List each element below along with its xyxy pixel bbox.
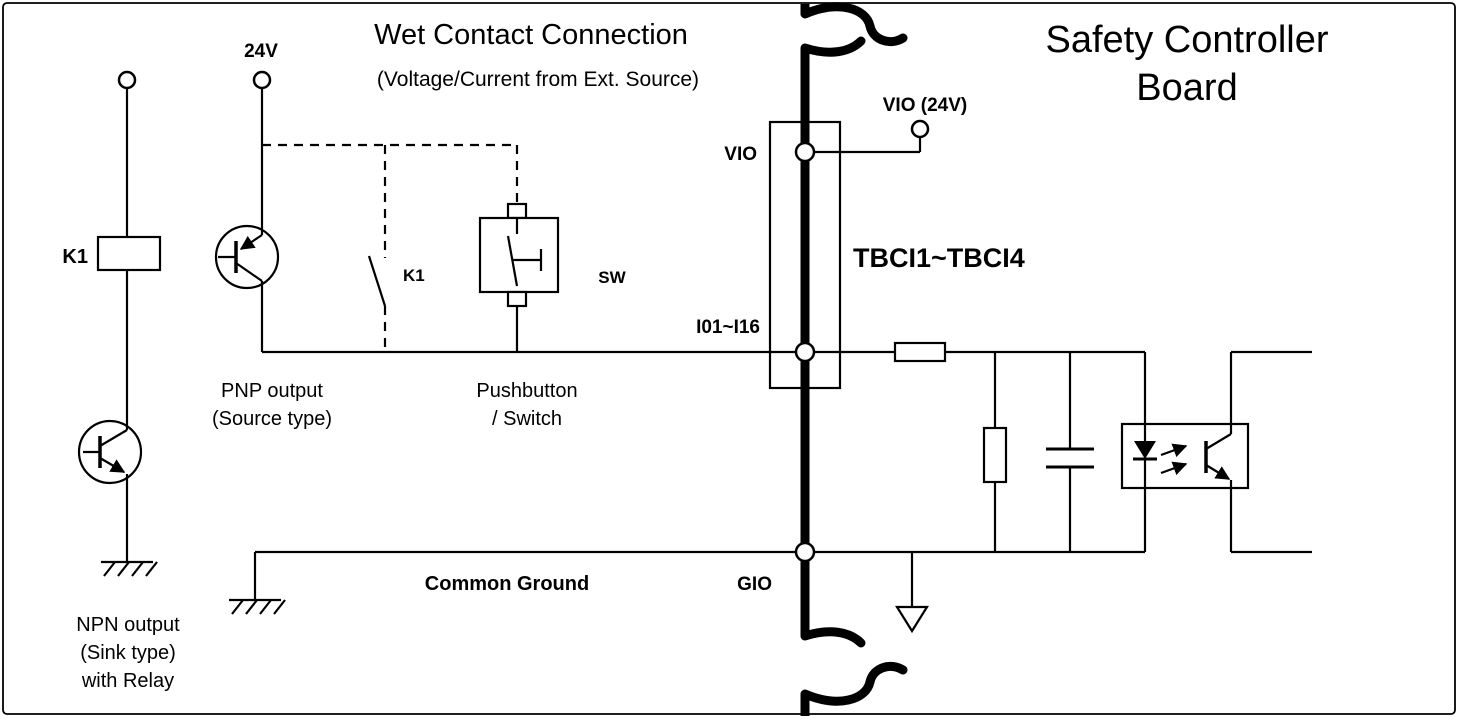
pnp-caption-line1: PNP output	[221, 380, 323, 402]
npn-caption-line1: NPN output	[76, 614, 180, 636]
supply-24v-label: 24V	[244, 41, 278, 62]
input-terminal-label: I01~I16	[696, 317, 760, 338]
line-break-icon-bottom	[800, 662, 908, 706]
board-title-line1: Safety Controller	[1045, 19, 1328, 61]
npn-caption-line2: (Sink type)	[80, 642, 176, 664]
terminal-block	[768, 120, 842, 390]
led-icon	[1133, 352, 1157, 552]
page-subtitle: (Voltage/Current from Ext. Source)	[377, 68, 699, 91]
pnp-transistor-icon	[214, 224, 280, 290]
common-ground-label: Common Ground	[425, 573, 589, 595]
switch-label: SW	[598, 268, 626, 287]
pushbutton-caption-line1: Pushbutton	[476, 380, 577, 402]
chassis-ground-icon	[895, 605, 929, 634]
relay-contact-branch: K1	[262, 143, 517, 352]
pushbutton-body	[478, 216, 560, 294]
pnp-caption-line2: (Source type)	[212, 408, 332, 430]
open-terminal-icon	[117, 70, 137, 90]
terminal-block-label: TBCI1~TBCI4	[853, 243, 1025, 273]
safety-controller-board: TBCI1~TBCI4 VIO (24V) VIO I01~I16 GIO	[229, 2, 1312, 716]
common-ground-run: Common Ground	[229, 550, 796, 615]
series-resistor-icon	[893, 341, 947, 363]
pushbutton-terminal-pad	[506, 290, 528, 308]
pushbutton-caption-line2: / Switch	[492, 408, 562, 430]
open-terminal-icon	[252, 70, 272, 90]
page-title: Wet Contact Connection	[374, 19, 688, 51]
npn-transistor-icon	[77, 419, 143, 485]
line-break-icon-top	[800, 36, 866, 57]
vio-supply-label: VIO (24V)	[883, 95, 967, 116]
gio-terminal-label: GIO	[737, 574, 772, 595]
board-title-line2: Board	[1136, 67, 1237, 109]
earth-ground-icon	[229, 598, 286, 615]
npn-caption-line3: with Relay	[81, 670, 174, 692]
capacitor-icon	[1046, 447, 1094, 469]
relay-contact-icon	[367, 255, 387, 307]
pnp-output-branch: 24V PNP output (Source type)	[212, 41, 796, 430]
npn-output-branch: K1 NPN output (Sink type) with Relay	[62, 70, 180, 692]
vio-terminal-label: VIO	[724, 144, 757, 165]
light-arrows-icon	[1160, 443, 1188, 476]
input-circuit	[814, 341, 1312, 634]
pushbutton-terminal-pad	[506, 202, 528, 220]
open-terminal-icon	[910, 119, 930, 139]
earth-ground-icon	[101, 560, 158, 577]
pushbutton-switch: SW Pushbutton / Switch	[476, 145, 627, 430]
relay-coil-icon	[96, 235, 162, 272]
phototransistor-icon	[1204, 433, 1232, 480]
relay-coil-label: K1	[62, 246, 88, 268]
gio-terminal-icon	[794, 541, 816, 563]
line-break-icon-top	[800, 2, 908, 46]
line-break-icon-bottom	[800, 627, 866, 648]
vio-terminal-icon	[794, 141, 816, 163]
pushbutton-icon	[506, 218, 543, 287]
relay-contact-label: K1	[403, 266, 425, 285]
shunt-resistor-icon	[982, 426, 1008, 484]
input-terminal-icon	[794, 341, 816, 363]
optocoupler-icon	[1120, 352, 1250, 552]
